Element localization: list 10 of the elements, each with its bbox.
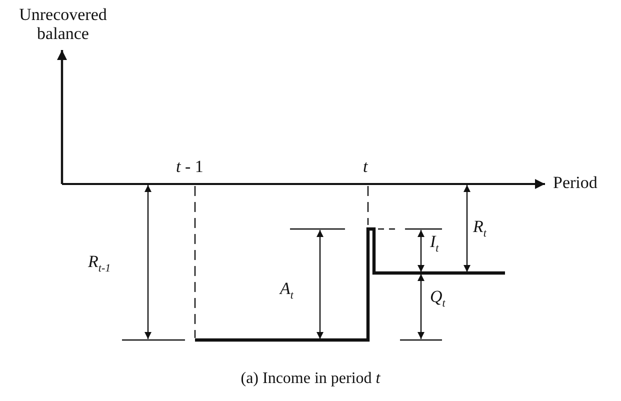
dimension-label: Q$_{t}$: [430, 288, 446, 310]
axis-title: Unrecovered balance: [18, 6, 108, 44]
dimension-label: I$_{t}$: [430, 233, 439, 254]
tick-label: t - 1: [176, 158, 204, 177]
axis-title: Period: [553, 174, 598, 193]
caption: (a) Income in period t: [240, 370, 380, 387]
tick-label: t: [363, 158, 368, 177]
dimension-label: R$_{t-1}$: [88, 253, 111, 274]
dimension-label: R$_{t}$: [473, 218, 486, 240]
dimension-label: A$_{t}$: [280, 280, 294, 302]
